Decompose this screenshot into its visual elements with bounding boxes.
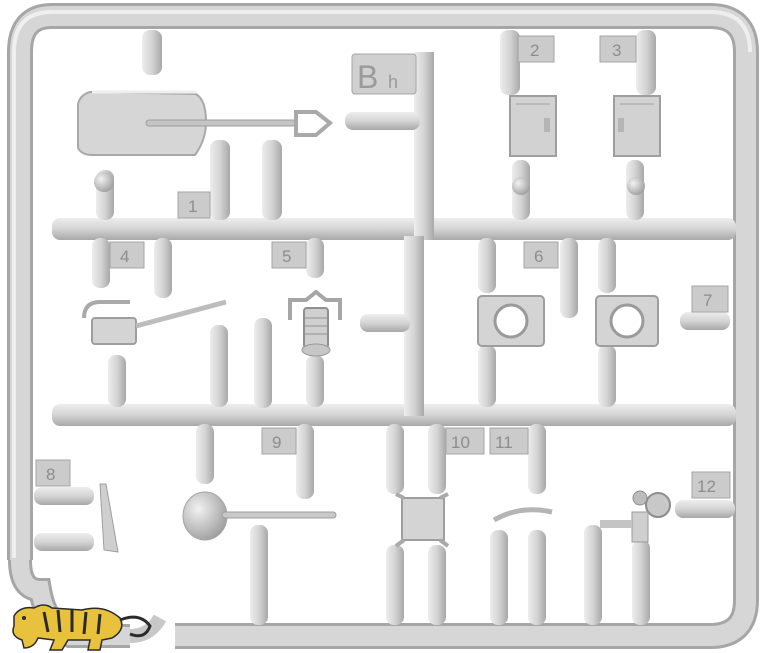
- part-tag-6: 6: [523, 241, 559, 269]
- part-10-box: [394, 492, 450, 548]
- part-9-disk: [182, 491, 337, 541]
- svg-text:8: 8: [46, 465, 55, 484]
- part-6-ring-bracket: [477, 295, 545, 347]
- part-12-nozzle: [600, 490, 671, 543]
- part-tag-10: 10: [445, 427, 485, 455]
- part-7-ring-bracket: [595, 295, 659, 347]
- sprue-gates: [34, 30, 735, 625]
- svg-text:B: B: [357, 59, 378, 95]
- part-number-tags: 1 2 3 4 5 6 7 8: [35, 35, 731, 499]
- part-tag-4: 4: [109, 241, 145, 269]
- svg-text:10: 10: [451, 433, 470, 452]
- svg-text:h: h: [388, 72, 398, 92]
- part-tag-9: 9: [261, 427, 297, 455]
- part-4-oil-can: [82, 299, 227, 345]
- part-tag-5: 5: [271, 241, 307, 269]
- part-8-tool: [99, 483, 119, 553]
- part-tag-7: 7: [691, 285, 729, 313]
- part-1-container: [77, 90, 334, 192]
- sprue-runners: [52, 52, 736, 426]
- svg-text:6: 6: [534, 247, 543, 266]
- sprue-frame: [7, 3, 759, 649]
- svg-text:7: 7: [703, 291, 712, 310]
- svg-text:4: 4: [120, 247, 129, 266]
- svg-text:2: 2: [530, 41, 539, 60]
- svg-text:5: 5: [282, 247, 291, 266]
- svg-text:3: 3: [612, 41, 621, 60]
- part-tag-8: 8: [35, 459, 71, 487]
- svg-text:11: 11: [495, 433, 513, 452]
- part-3-door: [613, 95, 661, 195]
- svg-text:12: 12: [697, 477, 716, 496]
- part-2-door: [509, 95, 557, 195]
- part-tag-2: 2: [517, 35, 555, 63]
- part-tag-11: 11: [489, 427, 529, 455]
- part-tag-3: 3: [599, 35, 637, 63]
- part-11-rod: [492, 507, 553, 523]
- svg-text:9: 9: [272, 433, 281, 452]
- svg-text:1: 1: [188, 197, 197, 216]
- part-tag-12: 12: [691, 471, 731, 499]
- part-5-lamp: [288, 289, 342, 357]
- tiger-logo-icon: [12, 604, 152, 651]
- sprue-id-tag: B h: [351, 53, 417, 95]
- part-tag-1: 1: [177, 191, 211, 219]
